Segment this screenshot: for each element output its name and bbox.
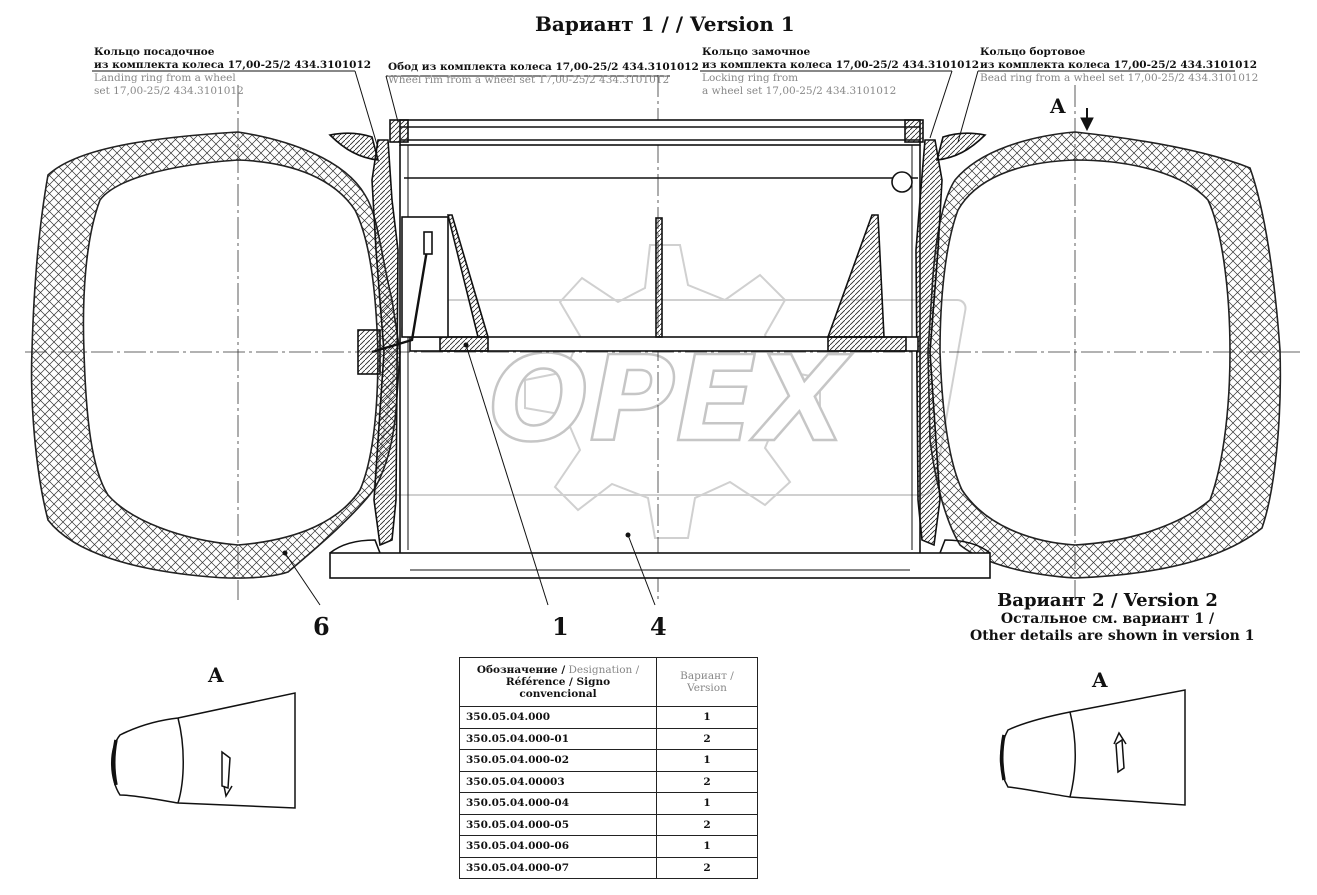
bead-ring-ru-1: Кольцо бортовое [980, 46, 1086, 58]
designation-cell: 350.05.04.000-07 [459, 856, 657, 879]
leader-lines [92, 70, 1235, 606]
variant-cell: 1 [656, 749, 758, 772]
locking-ring-ru-1: Кольцо замочное [702, 46, 811, 58]
designation-cell: 350.05.04.000-02 [459, 749, 657, 772]
variant-cell: 2 [656, 727, 758, 750]
callout-bead-ring: Кольцо бортовое из комплекта колеса 17,0… [980, 46, 1258, 85]
locking-ring-en-2: a wheel set 17,00-25/2 434.3101012 [702, 85, 897, 97]
designation-cell: 350.05.04.000-05 [459, 813, 657, 836]
part-number-4: 4 [650, 612, 667, 641]
variant-cell: 2 [656, 770, 758, 793]
version-2-heading: Вариант 2 / Version 2 [997, 590, 1218, 611]
view-a-detail-right [999, 689, 1186, 806]
callout-locking-ring: Кольцо замочное из комплекта колеса 17,0… [702, 46, 979, 98]
locking-ring-ru-2: из комплекта колеса 17,00-25/2 434.31010… [702, 59, 980, 71]
wheel-rim-en-1: Wheel rim from a wheel set 17,00-25/2 43… [388, 74, 670, 86]
header-variant: Вариант / Version [656, 657, 758, 707]
wheel-rim [328, 119, 991, 579]
right-tire-section [927, 131, 1282, 579]
centerlines [25, 75, 1300, 600]
designation-cell: 350.05.04.000-04 [459, 792, 657, 815]
version-2-note: Вариант 2 / Version 2 Остальное см. вари… [970, 590, 1255, 645]
callout-landing-ring: Кольцо посадочное из комплекта колеса 17… [94, 46, 371, 98]
variant-cell: 1 [656, 835, 758, 858]
header-variant-line2: Version [687, 682, 727, 694]
landing-ring-ru-1: Кольцо посадочное [94, 46, 215, 58]
left-tire-section [30, 131, 401, 579]
designation-cell: 350.05.04.000-06 [459, 835, 657, 858]
designation-cell: 350.05.04.000-01 [459, 727, 657, 750]
designation-cell: 350.05.04.000 [459, 706, 657, 729]
variant-cell: 2 [656, 856, 758, 879]
designation-cell: 350.05.04.00003 [459, 770, 657, 793]
landing-ring-ru-2: из комплекта колеса 17,00-25/2 434.31010… [94, 59, 372, 71]
version-2-line-1: Остальное см. вариант 1 / [1000, 611, 1215, 627]
version-2-line-2: Other details are shown in version 1 [970, 628, 1255, 644]
wheel-rim-ru-1: Обод из комплекта колеса 17,00-25/2 434.… [388, 61, 699, 73]
page-title: Вариант 1 / / Version 1 [535, 12, 795, 36]
header-designation: Обозначение / Designation / Référence / … [459, 657, 657, 707]
table-header-row: Обозначение / Designation / Référence / … [459, 657, 758, 707]
variant-cell: 1 [656, 706, 758, 729]
landing-ring-en-1: Landing ring from a wheel [94, 72, 236, 84]
view-marker-left: A [208, 663, 224, 687]
part-number-6: 6 [313, 612, 330, 641]
header-designation-ru: Обозначение / [476, 664, 566, 676]
landing-ring-en-2: set 17,00-25/2 434.3101012 [94, 85, 244, 97]
header-variant-line1: Вариант / [680, 670, 734, 682]
variant-cell: 1 [656, 792, 758, 815]
header-designation-line2: Référence / Signo convencional [505, 676, 611, 700]
bead-ring-ru-2: из комплекта колеса 17,00-25/2 434.31010… [980, 59, 1258, 71]
callout-wheel-rim: Обод из комплекта колеса 17,00-25/2 434.… [388, 61, 699, 87]
view-marker-right: A [1092, 668, 1108, 692]
bead-ring-en-1: Bead ring from a wheel set 17,00-25/2 43… [980, 72, 1259, 84]
locking-ring-en-1: Locking ring from [702, 72, 799, 84]
variants-table: Обозначение / Designation / Référence / … [459, 657, 758, 879]
view-marker-top: A [1050, 94, 1066, 118]
header-designation-en: Designation / [565, 664, 640, 676]
variant-cell: 2 [656, 813, 758, 836]
view-a-detail-left [111, 692, 296, 809]
part-number-1: 1 [552, 612, 569, 641]
